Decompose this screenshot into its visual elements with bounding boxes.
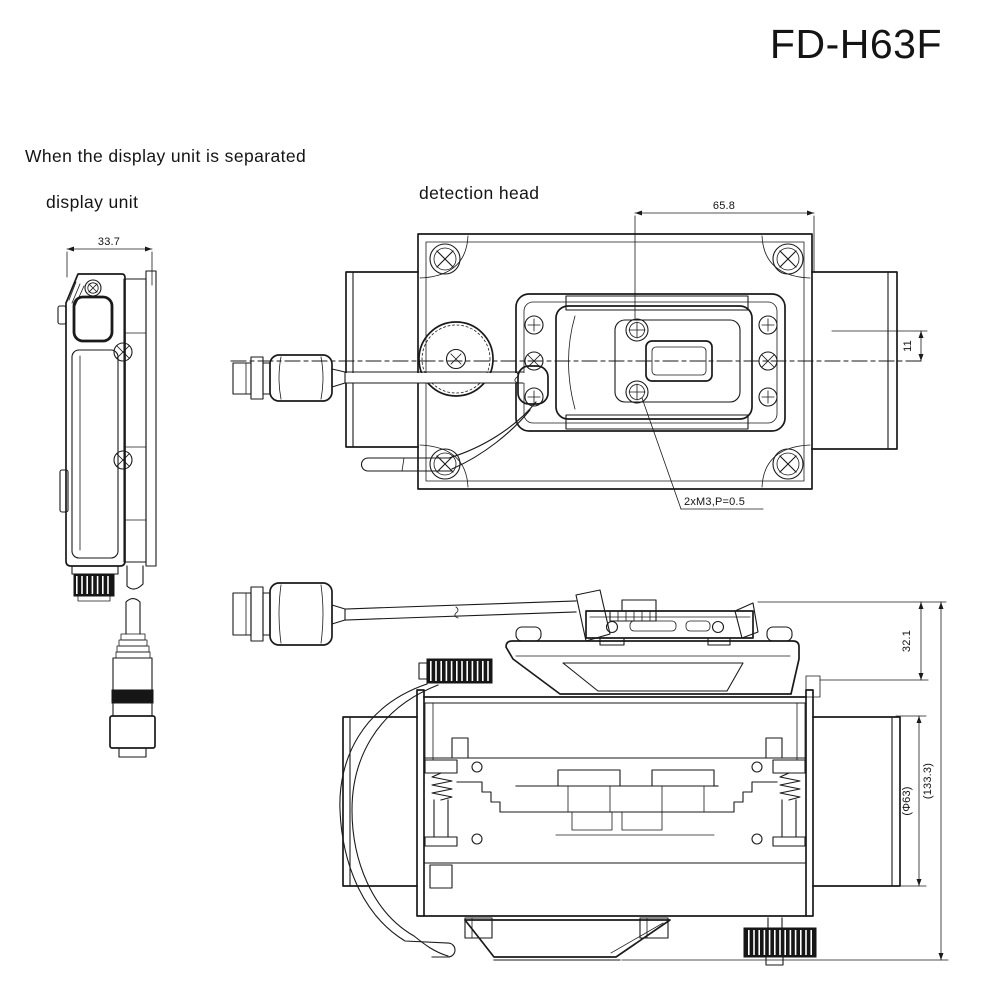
cable-stub [126, 565, 144, 590]
thread-note: 2xM3,P=0.5 [641, 397, 764, 510]
detection-head-top-view: 65.8 11 2xM3,P=0.5 [230, 200, 928, 510]
corner-screw-tl [429, 243, 461, 275]
dim-pipe-diameter: (Φ63) [895, 715, 927, 887]
m3-screw-bottom [625, 380, 649, 404]
head-cable-top [232, 354, 549, 472]
body-top-right-tab [805, 675, 821, 698]
knurled-adjuster-top [418, 658, 493, 684]
side-mount-bracket [575, 589, 759, 646]
adjust-knob [418, 321, 494, 397]
display-panel-edge [71, 349, 119, 559]
page-title: FD-H63F [770, 21, 942, 67]
cable-loop [339, 683, 456, 958]
detection-head-label: detection head [419, 183, 539, 203]
dim-bracket-screw-span: 65.8 [634, 200, 815, 319]
knurled-adjuster-bottom [743, 917, 817, 966]
dim-133-3-text: (133.3) [922, 763, 934, 799]
corner-screw-br [772, 448, 804, 480]
side-pipe-left [342, 716, 418, 887]
head-body-top [417, 233, 813, 490]
cable-connector-side [232, 582, 346, 646]
dim-11-text: 11 [902, 340, 914, 352]
side-pipe-right [812, 716, 901, 887]
dim-phi63-text: (Φ63) [901, 786, 913, 815]
display-bottom-connector [71, 565, 119, 602]
clamp-body [416, 675, 821, 917]
corner-screw-bl [429, 448, 461, 480]
side-tab [57, 305, 67, 325]
dim-65-8-text: 65.8 [713, 200, 735, 212]
display-top-screw [84, 279, 102, 297]
pipe-left [345, 271, 419, 448]
display-side-screw-top [113, 342, 133, 362]
spring-right [772, 759, 806, 847]
display-unit-view: 33.7 [57, 236, 157, 758]
mount-bracket [515, 293, 786, 432]
top-cover [505, 626, 800, 695]
dim-bracket-height: 32.1 [757, 601, 947, 681]
display-body-outline [65, 273, 126, 567]
separate-cable-plug [109, 597, 156, 758]
display-side-screw-bottom [113, 450, 133, 470]
corner-screw-tr [772, 243, 804, 275]
spring-left [424, 759, 458, 847]
side-tab-lower [59, 469, 69, 513]
thread-note-text: 2xM3,P=0.5 [684, 496, 745, 508]
mount-plate [123, 278, 147, 563]
m3-screw-top [625, 318, 649, 342]
back-plate [145, 270, 157, 567]
caption: When the display unit is separated [25, 146, 306, 166]
display-unit-label: display unit [46, 192, 138, 212]
bottom-cover [464, 917, 671, 961]
cable-break-mark-side [454, 606, 459, 619]
cable-elbow [517, 365, 549, 405]
detection-head-side-view: 32.1 (Φ63) (133.3) [232, 582, 949, 966]
dim-33-7-text: 33.7 [98, 236, 120, 248]
head-cable-side [232, 582, 577, 646]
dim-screw-to-center: 11 [831, 330, 928, 362]
display-window-edge [72, 295, 114, 343]
chamfer-hatch [68, 281, 85, 307]
bracket-screws [524, 315, 778, 407]
dim-overall-height: (133.3) [621, 601, 949, 961]
dim-display-unit-width: 33.7 [66, 236, 153, 286]
dim-32-1-text: 32.1 [901, 630, 913, 652]
cable-tube [360, 457, 453, 472]
clamp-steps [456, 769, 778, 836]
cable-connector-top [232, 354, 346, 402]
pipe-right [811, 271, 898, 450]
